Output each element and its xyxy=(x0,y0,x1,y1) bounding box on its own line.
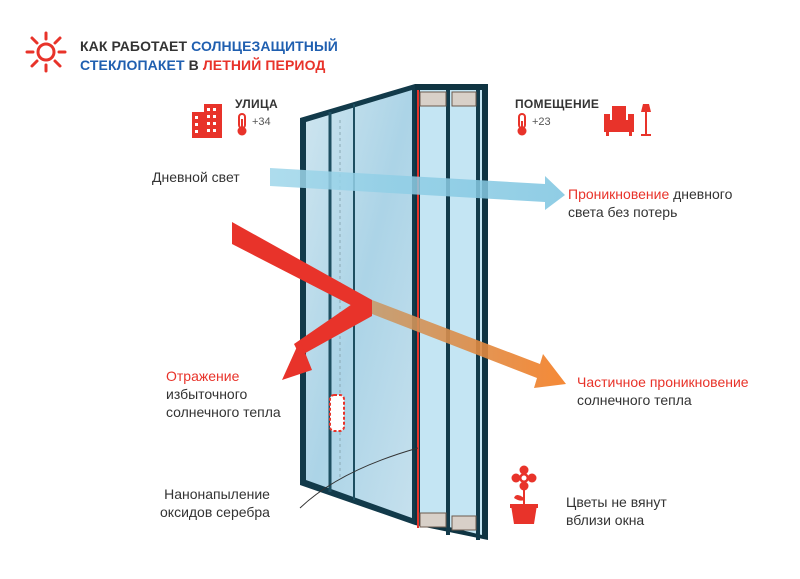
daylight-result: Проникновение дневного света без потерь xyxy=(568,185,732,221)
daylight-arrow xyxy=(270,168,565,210)
heat-reflection-arrow xyxy=(232,222,372,380)
page-title: КАК РАБОТАЕТ СОЛНЦЕЗАЩИТНЫЙ СТЕКЛОПАКЕТ … xyxy=(80,37,338,75)
daylight-result-highlight: Проникновение xyxy=(568,186,670,202)
daylight-result-rest: дневного xyxy=(669,186,733,202)
flowers-label: Цветы не вянут вблизи окна xyxy=(566,493,667,529)
title-part: В xyxy=(184,57,203,73)
thermometer-icon xyxy=(517,113,527,136)
title-part: КАК РАБОТАЕТ xyxy=(80,38,192,54)
title-part: СОЛНЦЕЗАЩИТНЫЙ xyxy=(191,38,338,54)
inside-label: ПОМЕЩЕНИЕ xyxy=(515,97,600,111)
thermometer-icon xyxy=(237,113,247,136)
outside-temperature: +34 xyxy=(252,116,271,128)
building-icon xyxy=(192,104,222,138)
sun-icon xyxy=(25,31,67,73)
coating-label: Нанонапыление оксидов серебра xyxy=(160,485,270,521)
coating-pointer xyxy=(299,447,419,509)
sofa-icon xyxy=(604,106,634,136)
flowers-line2: вблизи окна xyxy=(566,512,645,528)
partial-highlight: Частичное проникновение xyxy=(577,374,749,390)
daylight-result-line2: света без потерь xyxy=(568,204,678,220)
coating-line1: Нанонапыление xyxy=(164,486,270,502)
heat-partial-arrow xyxy=(372,300,566,388)
reflection-highlight: Отражение xyxy=(166,368,240,384)
reflection-label: Отражение избыточного солнечного тепла xyxy=(166,367,281,421)
title-part: ЛЕТНИЙ ПЕРИОД xyxy=(202,57,326,73)
reflection-line3: солнечного тепла xyxy=(166,404,281,420)
flowers-line1: Цветы не вянут xyxy=(566,494,667,510)
daylight-label: Дневной свет xyxy=(152,169,240,185)
partial-label: Частичное проникновение солнечного тепла xyxy=(577,373,749,409)
floor-lamp-icon xyxy=(641,104,651,136)
title-part: СТЕКЛОПАКЕТ xyxy=(80,57,185,73)
partial-line2: солнечного тепла xyxy=(577,392,692,408)
coating-line2: оксидов серебра xyxy=(160,504,270,520)
flower-pot-icon xyxy=(510,465,538,524)
inside-temperature: +23 xyxy=(532,116,551,128)
reflection-line2: избыточного xyxy=(166,386,248,402)
outside-label: УЛИЦА xyxy=(235,97,278,111)
